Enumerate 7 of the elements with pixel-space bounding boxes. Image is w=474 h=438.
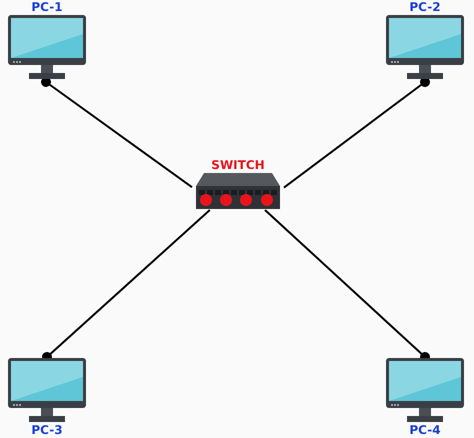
pc-label: PC-1 xyxy=(31,0,63,14)
pc-label: PC-3 xyxy=(31,423,63,437)
device-label: SWITCH xyxy=(211,158,265,172)
cable-line xyxy=(41,77,193,188)
pc-label: PC-4 xyxy=(409,423,441,437)
pc-label: PC-2 xyxy=(409,0,441,14)
cable-line xyxy=(283,77,430,188)
